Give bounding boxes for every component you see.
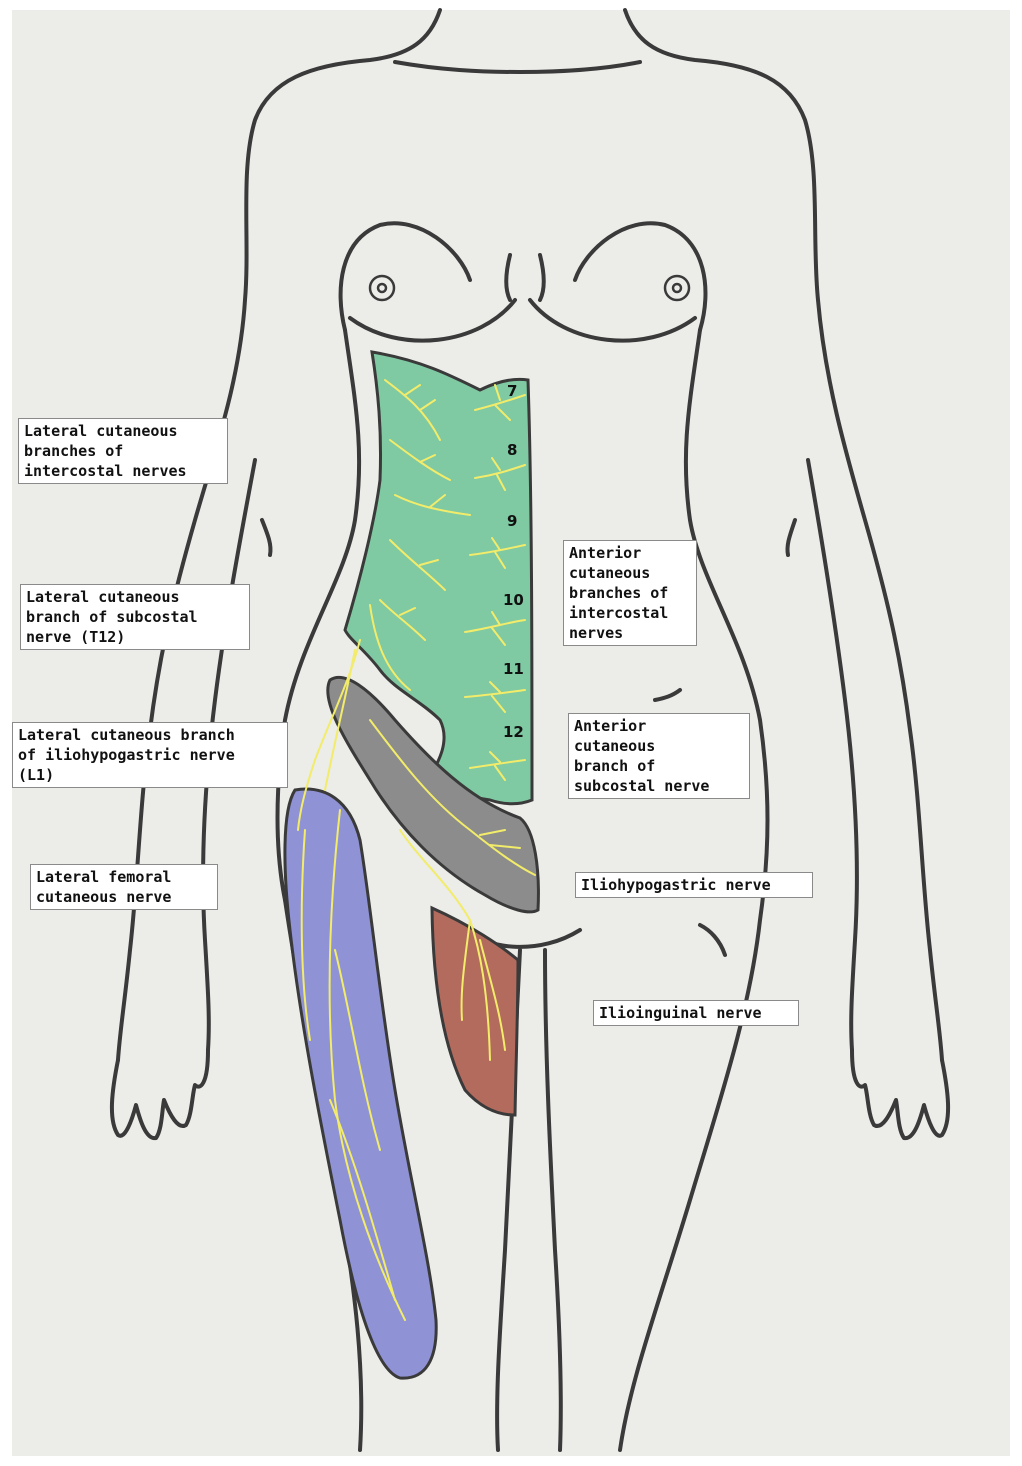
- segment-number: 11: [503, 660, 524, 678]
- segment-number: 9: [507, 512, 517, 530]
- label-lateral-femoral: Lateral femoral cutaneous nerve: [30, 864, 218, 910]
- segment-number: 8: [507, 441, 517, 459]
- nipples: [370, 276, 689, 300]
- label-iliohypogastric: Iliohypogastric nerve: [575, 872, 813, 898]
- label-anterior-intercostal: Anterior cutaneous branches of intercost…: [563, 540, 697, 646]
- label-ilioinguinal: Ilioinguinal nerve: [593, 1000, 799, 1026]
- label-lateral-iliohypogastric: Lateral cutaneous branch of iliohypogast…: [12, 722, 288, 788]
- lateral-femoral-region: [285, 789, 436, 1378]
- segment-number: 12: [503, 723, 524, 741]
- label-lateral-intercostal: Lateral cutaneous branches of intercosta…: [18, 418, 228, 484]
- label-anterior-subcostal: Anterior cutaneous branch of subcostal n…: [568, 713, 750, 799]
- segment-number: 7: [507, 382, 517, 400]
- segment-number: 10: [503, 591, 524, 609]
- label-lateral-subcostal: Lateral cutaneous branch of subcostal ne…: [20, 584, 250, 650]
